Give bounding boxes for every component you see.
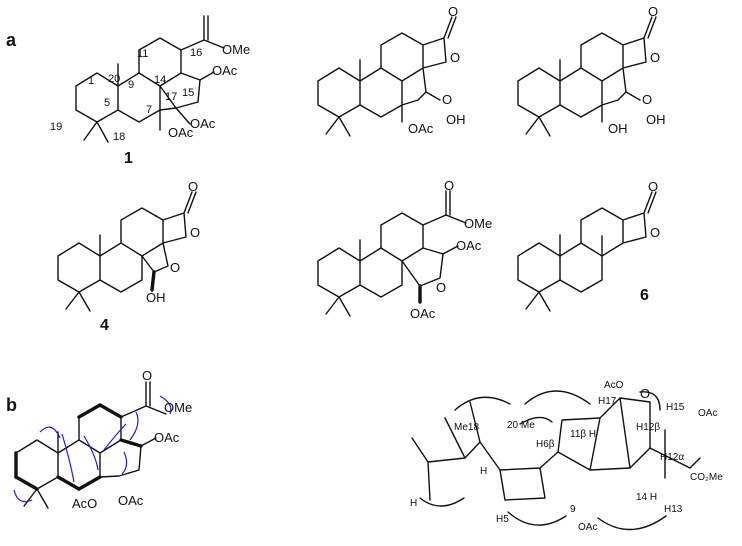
c5-oac17-label: OAc xyxy=(410,306,436,321)
c3-ring-oxygen: O xyxy=(650,50,660,65)
noesy-h6b-label: H6β xyxy=(536,439,555,450)
noesy-co2me-label: CO₂Me xyxy=(690,472,723,483)
noesy-h15-label: H15 xyxy=(666,402,685,413)
noesy-h5-label: H5 xyxy=(496,514,509,525)
compound-6-label: 6 xyxy=(640,287,649,304)
compound-1-structure xyxy=(75,15,225,143)
c4-ring-oxygen: O xyxy=(190,225,200,240)
noesy-h-left-label: H xyxy=(410,498,417,509)
hmbc-oac-bottom-label: OAc xyxy=(118,493,144,508)
c4-oh-label: OH xyxy=(146,290,166,305)
c1-oac17-label: OAc xyxy=(190,116,216,131)
c3-carbonyl-oxygen: O xyxy=(648,4,658,19)
c1-label-20: 20 xyxy=(108,73,120,85)
noesy-aco-label: AcO xyxy=(604,380,624,391)
c1-label-1: 1 xyxy=(88,75,94,87)
compound-5-structure xyxy=(317,190,467,317)
c1-label-7: 7 xyxy=(146,104,152,116)
noesy-me20-label: 20 Me xyxy=(507,420,535,431)
compound-4-label: 4 xyxy=(100,317,109,334)
c1-label-5: 5 xyxy=(104,97,110,109)
noesy-oac-label: OAc xyxy=(698,408,717,419)
hmbc-arrows xyxy=(13,395,172,503)
c3-ring-oxygen-2: O xyxy=(642,92,652,107)
c1-label-9: 9 xyxy=(128,79,134,91)
c2-oh-label: OH xyxy=(446,112,466,127)
noesy-14-label: 14 H xyxy=(636,492,657,503)
panel-label-a: a xyxy=(6,30,17,50)
c1-oac15-label: OAc xyxy=(212,63,238,78)
noesy-arrows xyxy=(419,390,667,531)
c1-label-19: 19 xyxy=(50,121,62,133)
noesy-h13-label: H13 xyxy=(664,504,683,515)
c6-carbonyl-oxygen: O xyxy=(648,179,658,194)
compound-4-structure xyxy=(57,191,197,312)
compound-3-structure xyxy=(517,16,657,137)
c3-oh17-label: OH xyxy=(646,112,666,127)
c1-label-15: 15 xyxy=(182,87,194,99)
c1-label-17: 17 xyxy=(165,91,177,103)
c5-ome-label: OMe xyxy=(464,216,492,231)
hmbc-aco-label: AcO xyxy=(72,496,97,511)
c4-carbonyl-oxygen: O xyxy=(188,179,198,194)
noesy-h11b-label: 11β H xyxy=(570,429,596,440)
c1-label-18: 18 xyxy=(113,131,125,143)
c5-oac15-label: OAc xyxy=(456,238,482,253)
c2-oac-label: OAc xyxy=(408,121,434,136)
c1-ome-label: OMe xyxy=(222,42,250,57)
c6-ring-oxygen: O xyxy=(650,225,660,240)
c1-label-16: 16 xyxy=(190,47,202,59)
c1-label-14: 14 xyxy=(154,74,166,86)
hmbc-ome-label: OMe xyxy=(164,400,192,415)
c2-carbonyl-oxygen: O xyxy=(448,4,458,19)
noesy-h12a-label: H12α xyxy=(660,452,684,463)
c2-ring-oxygen-2: O xyxy=(442,92,452,107)
hmbc-oac-top-label: OAc xyxy=(154,430,180,445)
noesy-9-label: 9 xyxy=(570,504,576,515)
noesy-ring-oxygen: O xyxy=(640,386,650,401)
noesy-h-label: H xyxy=(480,466,487,477)
c2-ring-oxygen: O xyxy=(450,50,460,65)
hmbc-carbonyl-oxygen: O xyxy=(142,368,152,383)
compound-2-structure xyxy=(317,16,457,137)
panel-label-b: b xyxy=(6,395,17,415)
c3-oh7-label: OH xyxy=(608,121,628,136)
noesy-me18-label: Me18 xyxy=(454,422,479,433)
c1-label-11: 11 xyxy=(137,48,148,60)
noesy-h17-label: H17 xyxy=(598,396,617,407)
c4-ring-oxygen-2: O xyxy=(170,260,180,275)
noesy-3d-structure xyxy=(411,397,701,501)
noesy-oac-bottom-label: OAc xyxy=(578,522,597,533)
c5-carbonyl-oxygen: O xyxy=(444,178,454,193)
c5-ring-oxygen: O xyxy=(436,280,446,295)
hmbc-correlation-structure xyxy=(14,381,167,509)
c1-oac7-label: OAc xyxy=(168,125,194,140)
compound-6-structure xyxy=(517,191,657,312)
compound-1-label: 1 xyxy=(124,150,133,167)
noesy-h12b-label: H12β xyxy=(636,422,660,433)
